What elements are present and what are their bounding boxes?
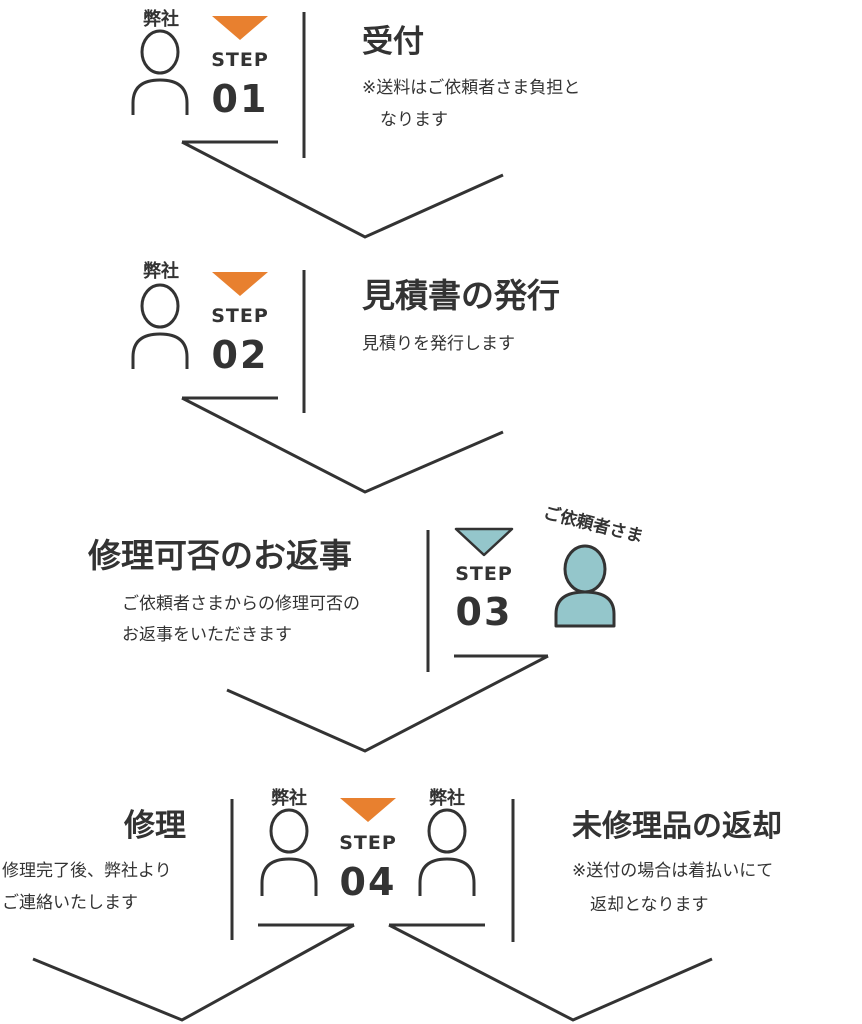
step-label: STEP <box>339 832 397 854</box>
step-title: 見積書の発行 <box>362 276 560 315</box>
step-number: 01 <box>212 77 269 121</box>
step-label: STEP <box>455 563 513 585</box>
chevron-arrow-left <box>32 923 355 1022</box>
step-number: 04 <box>340 860 397 904</box>
step-marker-triangle <box>212 16 268 40</box>
step-04: 修理 修理完了後、弊社より ご連絡いたします 弊社 STEP 04 弊社 未修理… <box>2 787 782 1022</box>
step-label: STEP <box>211 49 269 71</box>
step-number: 03 <box>456 590 513 634</box>
step-01-actor: 弊社 <box>143 8 179 30</box>
step-description-line-2: なります <box>380 110 448 130</box>
chevron-arrow <box>181 396 504 494</box>
company-person-icon <box>131 29 189 115</box>
company-person-icon <box>131 283 189 369</box>
branch-return-description-line-1: ※送付の場合は着払いにて <box>572 861 773 881</box>
branch-repair-description-line-2: ご連絡いたします <box>2 893 138 913</box>
step-description-line-1: ※送料はご依頼者さま負担と <box>362 78 580 98</box>
step-01: 弊社 STEP 01 受付 ※送料はご依頼者さま負担と なります <box>131 8 580 239</box>
step-description-line-1: ご依頼者さまからの修理可否の <box>122 594 360 614</box>
step-description-line-1: 見積りを発行します <box>362 334 515 354</box>
step-03-actor: ご依頼者さま <box>541 502 645 547</box>
branch-return-description-line-2: 返却となります <box>590 895 709 915</box>
step-title: 受付 <box>362 24 424 60</box>
branch-repair-description-line-1: 修理完了後、弊社より <box>2 861 172 881</box>
step-description-line-2: お返事をいただきます <box>122 625 292 645</box>
branch-repair-title: 修理 <box>123 808 186 844</box>
company-person-icon <box>260 808 318 896</box>
branch-return-title: 未修理品の返却 <box>572 809 782 844</box>
step-03: 修理可否のお返事 ご依頼者さまからの修理可否の お返事をいただきます STEP … <box>87 502 645 753</box>
step-02: 弊社 STEP 02 見積書の発行 見積りを発行します <box>131 260 560 494</box>
step-title: 修理可否のお返事 <box>87 536 352 575</box>
step-04-actor-left: 弊社 <box>271 787 307 809</box>
step-04-actor-right: 弊社 <box>429 787 465 809</box>
step-marker-triangle <box>212 272 268 296</box>
chevron-arrow-right <box>388 923 713 1022</box>
step-number: 02 <box>212 333 269 377</box>
step-02-actor: 弊社 <box>143 260 179 282</box>
step-marker-triangle <box>454 527 514 557</box>
chevron-arrow <box>181 140 504 239</box>
step-marker-triangle <box>340 798 396 822</box>
chevron-arrow <box>226 654 549 753</box>
company-person-icon <box>418 808 476 896</box>
client-person-icon <box>554 544 616 628</box>
step-label: STEP <box>211 305 269 327</box>
